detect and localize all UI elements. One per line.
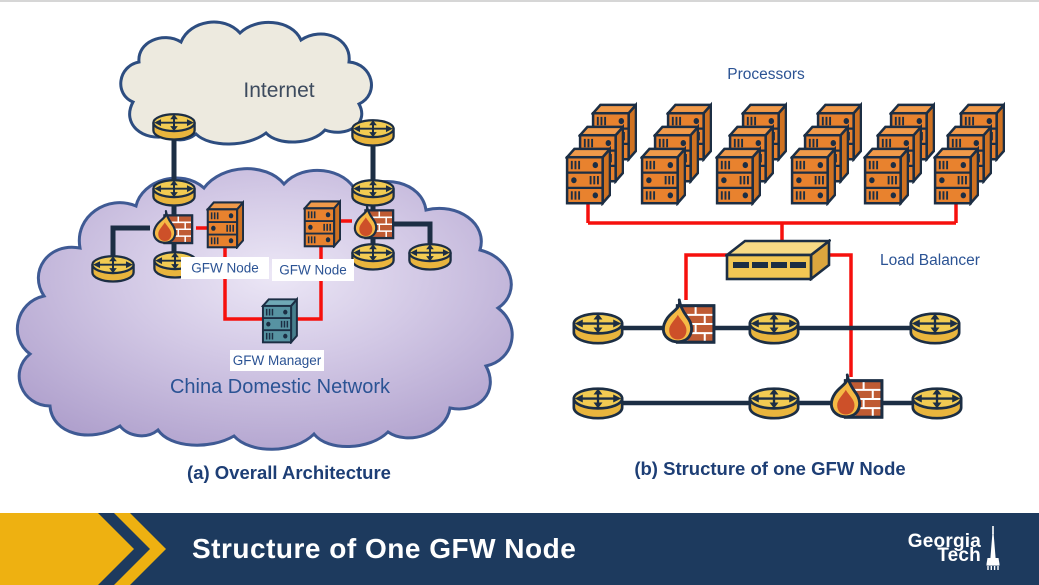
gfw-node-label-text: GFW Node	[279, 263, 347, 278]
internet-cloud	[119, 20, 373, 146]
router-icon	[909, 312, 961, 345]
processor-server-icon	[640, 147, 686, 205]
router-icon	[572, 387, 624, 420]
router-icon	[351, 119, 395, 147]
router-icon	[152, 113, 196, 141]
control-link	[684, 253, 727, 300]
gfw-node-label-1: GFW Node	[181, 257, 269, 279]
title-banner: Structure of One GFW Node Georgia Tech	[0, 513, 1039, 585]
gfw-node-label-text: GFW Node	[191, 261, 259, 276]
georgia-tech-wordmark: Georgia Tech	[908, 532, 981, 566]
manager-server-icon	[261, 298, 298, 344]
slide-title: Structure of One GFW Node	[192, 533, 577, 564]
processor-stack	[933, 103, 1005, 205]
gfw-manager-label-text: GFW Manager	[233, 353, 322, 368]
router-icon	[351, 179, 395, 207]
router-icon	[91, 255, 135, 283]
processor-server-icon	[933, 147, 979, 205]
processor-server-icon	[715, 147, 761, 205]
georgia-tech-logo: Georgia Tech	[908, 513, 1002, 585]
router-icon	[408, 243, 452, 271]
processor-server-icon	[790, 147, 836, 205]
firewall-icon	[661, 298, 716, 344]
diagram-overall-architecture: Internet	[15, 20, 514, 483]
router-icon	[351, 243, 395, 271]
processor-server-icon	[303, 200, 341, 248]
gfw-node-label-2: GFW Node	[272, 259, 354, 281]
router-icon	[748, 312, 800, 345]
router-icon	[748, 387, 800, 420]
processor-stack	[715, 103, 787, 205]
router-icon	[572, 312, 624, 345]
network-link	[391, 221, 433, 250]
firewall-icon	[829, 373, 884, 419]
internet-label: Internet	[243, 79, 314, 102]
caption-a: (a) Overall Architecture	[187, 462, 391, 483]
processor-stack	[640, 103, 712, 205]
processor-server-icon	[565, 147, 611, 205]
tech-tower-icon	[986, 526, 1000, 570]
router-icon	[152, 179, 196, 207]
chevron-icon	[0, 513, 166, 585]
processors-label: Processors	[727, 66, 805, 83]
diagrams-canvas: Internet	[15, 20, 1005, 483]
logo-line-2: Tech	[937, 545, 981, 566]
processor-stacks	[565, 103, 1005, 205]
processor-stack	[790, 103, 862, 205]
control-links-b	[586, 204, 958, 377]
gfw-manager-label: GFW Manager	[230, 350, 324, 371]
processor-server-icon	[206, 201, 244, 249]
load-balancer-icon	[725, 239, 831, 281]
load-balancer-label: Load Balancer	[880, 252, 980, 269]
processor-stack	[565, 103, 637, 205]
domestic-network-label: China Domestic Network	[170, 376, 391, 398]
router-icon	[911, 387, 963, 420]
processor-server-icon	[863, 147, 909, 205]
logo-line-1: Georgia	[907, 531, 981, 552]
diagram-gfw-node-structure: Processors	[565, 66, 1005, 479]
processor-stack	[863, 103, 935, 205]
caption-b: (b) Structure of one GFW Node	[634, 458, 905, 479]
network-link	[110, 225, 150, 264]
window-top-edge	[0, 0, 1039, 2]
